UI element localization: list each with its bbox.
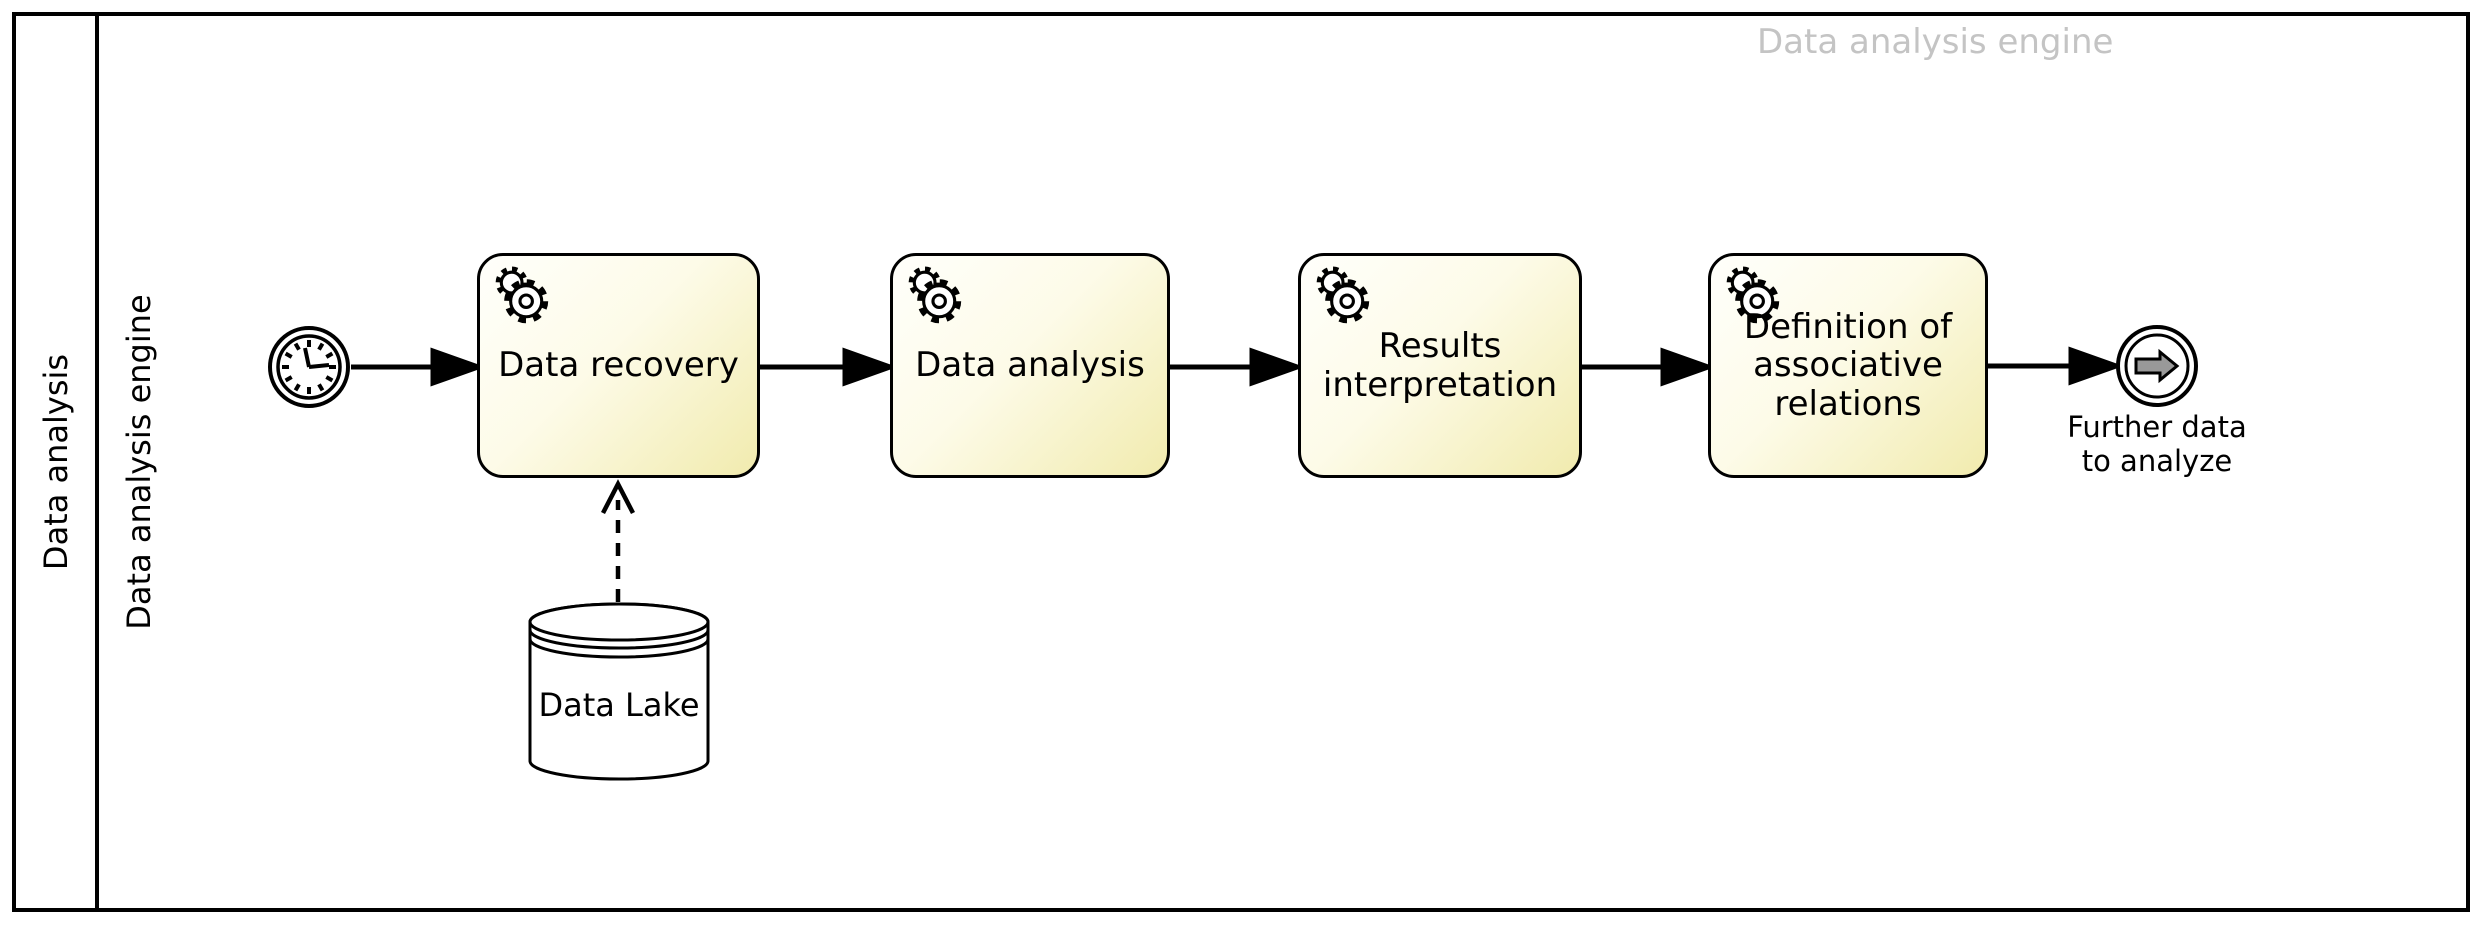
task-definition-of-associative-relations[interactable]: Definition of associative relations	[1708, 253, 1988, 478]
task-label: Data recovery	[498, 345, 739, 386]
pool-data-analysis	[12, 12, 2470, 912]
pool-lane-divider	[95, 12, 99, 912]
service-gear-icon	[908, 266, 962, 324]
link-arrow-icon	[2116, 325, 2198, 407]
data-store-data-lake[interactable]	[528, 601, 710, 787]
lane-watermark-title: Data analysis engine	[1757, 22, 2114, 62]
task-data-recovery[interactable]: Data recovery	[477, 253, 760, 478]
end-event-label: Further data to analyze	[2067, 410, 2247, 479]
pool-label: Data analysis	[37, 353, 75, 571]
service-gear-icon	[1726, 266, 1780, 324]
task-data-analysis[interactable]: Data analysis	[890, 253, 1170, 478]
service-gear-icon	[495, 266, 549, 324]
service-gear-icon	[1316, 266, 1370, 324]
task-label: Results interpretation	[1322, 326, 1558, 405]
database-cylinder-icon	[528, 602, 710, 781]
task-results-interpretation[interactable]: Results interpretation	[1298, 253, 1582, 478]
lane-label: Data analysis engine	[120, 294, 158, 630]
data-store-label: Data Lake	[538, 686, 700, 724]
end-event-further-data[interactable]	[2115, 324, 2199, 412]
task-label: Definition of associative relations	[1743, 306, 1953, 424]
timer-start-event[interactable]	[267, 325, 351, 413]
timer-clock-icon	[268, 326, 350, 408]
task-label: Data analysis	[915, 345, 1145, 386]
